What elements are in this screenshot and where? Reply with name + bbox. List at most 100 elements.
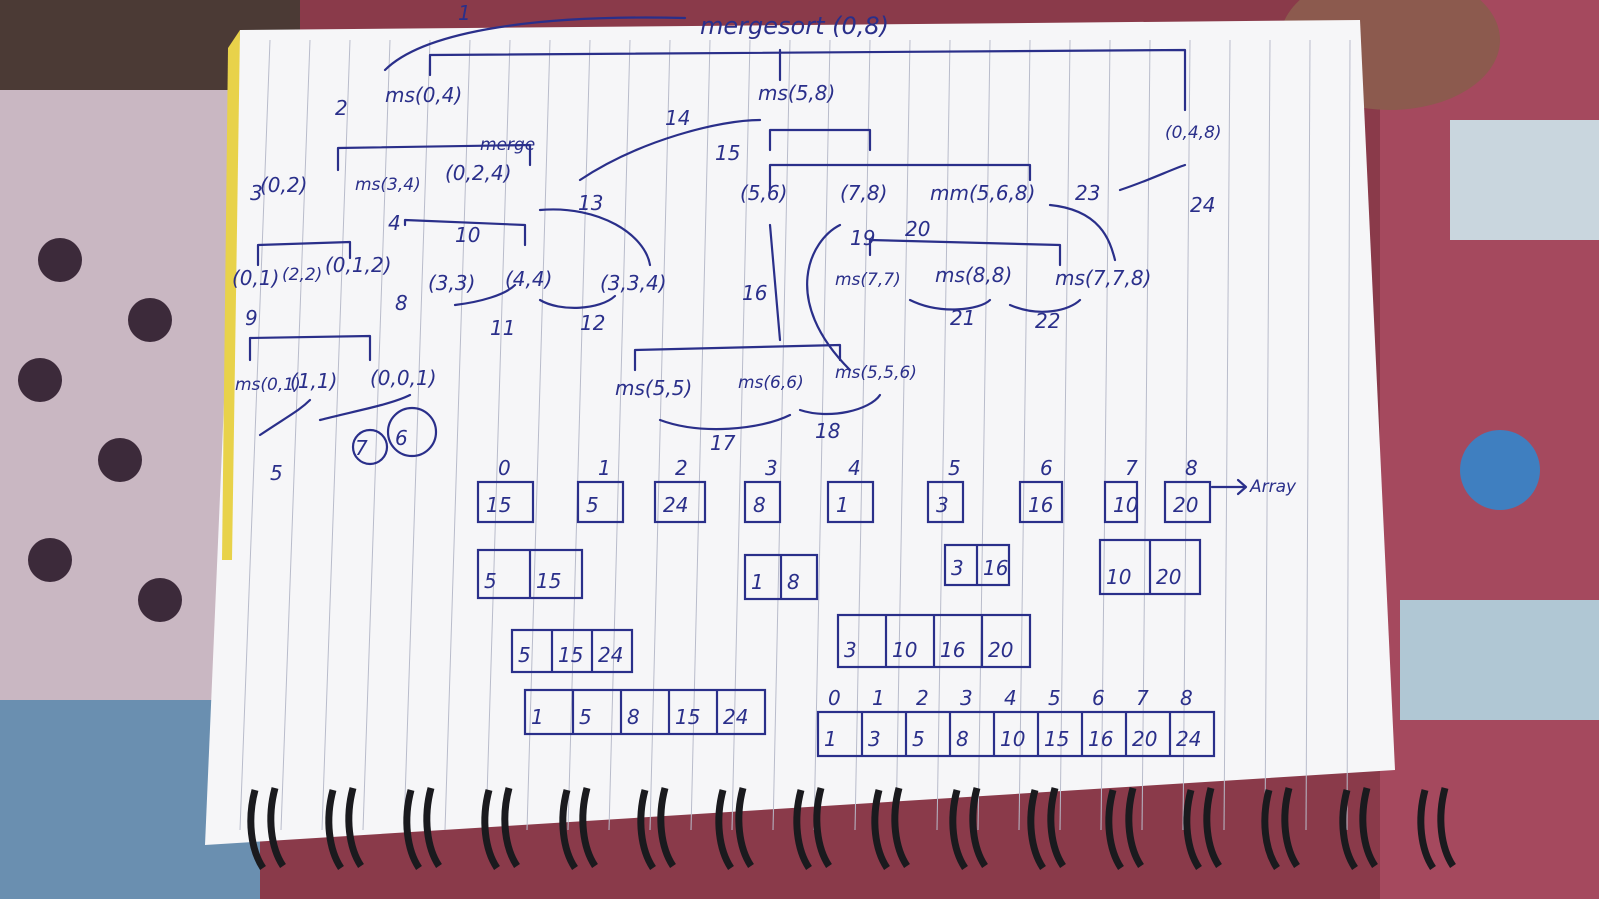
single-value-3: 8 [753, 493, 766, 517]
step-number-5: 5 [270, 461, 283, 485]
step-number-16: 16 [742, 281, 767, 305]
merged-pair-a-value-0: 5 [484, 569, 497, 593]
merged-triple-value-2: 24 [598, 643, 623, 667]
tree-label-5: (0,2) [260, 173, 307, 197]
merged-pair-a: 5 15 [476, 548, 584, 600]
step-number-4: 4 [388, 211, 401, 235]
single-cell-0: 15 [476, 480, 535, 524]
step-number-23: 23 [1075, 181, 1100, 205]
final-index-1: 1 [872, 686, 885, 710]
tree-label-19: ms(7,7,8) [1055, 266, 1151, 290]
single-value-2: 24 [663, 493, 688, 517]
yellow-edge [222, 30, 240, 560]
single-value-0: 15 [486, 493, 511, 517]
arrow-14 [578, 118, 762, 182]
split-bracket-top [428, 48, 1187, 112]
final-index-0: 0 [828, 686, 841, 710]
final-array-value-8: 24 [1176, 727, 1201, 751]
tree-label-24: ms(6,6) [738, 373, 804, 393]
binding-ring [559, 787, 598, 870]
merged-left-value-0: 1 [531, 705, 544, 729]
binding-ring [403, 787, 442, 870]
merged-left-value-4: 24 [723, 705, 748, 729]
arrow-1 [383, 16, 687, 72]
single-cell-6: 16 [1018, 480, 1064, 524]
final-index-7: 7 [1136, 686, 1149, 710]
single-cell-5: 3 [926, 480, 965, 524]
index-label-8: 8 [1185, 456, 1198, 480]
merged-pair-d-value-0: 10 [1106, 565, 1131, 589]
tree-label-13: (3,3,4) [600, 271, 667, 295]
tree-label-6: ms(3,4) [355, 175, 421, 195]
tree-label-25: ms(5,5,6) [835, 363, 917, 383]
single-value-6: 16 [1028, 493, 1053, 517]
step-number-21: 21 [950, 306, 975, 330]
single-cell-2: 24 [653, 480, 707, 524]
binding-ring [247, 787, 286, 870]
circle-7 [351, 428, 389, 466]
tree-label-15: (7,8) [840, 181, 887, 205]
tree-label-2: ms(5,8) [758, 81, 835, 105]
title-text: mergesort (0,8) [700, 12, 889, 40]
arc-12 [538, 294, 617, 309]
merged-right-value-1: 10 [892, 638, 917, 662]
binding-ring [637, 787, 676, 870]
step-number-10: 10 [455, 223, 480, 247]
merged-pair-a-value-1: 15 [536, 569, 561, 593]
tree-label-3: (0,4,8) [1165, 123, 1222, 143]
arc-19 [806, 223, 852, 372]
step-number-14: 14 [665, 106, 690, 130]
step-number-6: 6 [395, 426, 408, 450]
step-number-15: 15 [715, 141, 740, 165]
tree-label-8: (0,1) [232, 266, 279, 290]
arc-22 [1008, 298, 1082, 313]
merged-pair-b-value-1: 8 [787, 570, 800, 594]
arc-17 [658, 413, 792, 431]
binding-ring [1105, 787, 1144, 870]
index-label-5: 5 [948, 456, 961, 480]
step-number-11: 11 [490, 316, 515, 340]
index-label-1: 1 [598, 456, 611, 480]
merged-pair-d-value-1: 20 [1156, 565, 1181, 589]
single-value-4: 1 [836, 493, 849, 517]
merged-right-value-3: 20 [988, 638, 1013, 662]
bracket-ms56 [633, 343, 842, 372]
tree-label-4: merge [480, 135, 535, 155]
final-index-4: 4 [1004, 686, 1017, 710]
binding-ring [1339, 787, 1378, 870]
note-arrow [1210, 478, 1248, 496]
binding-ring [1183, 787, 1222, 870]
final-index-3: 3 [960, 686, 973, 710]
single-value-5: 3 [936, 493, 949, 517]
final-array-value-2: 5 [912, 727, 925, 751]
index-label-4: 4 [848, 456, 861, 480]
tree-label-17: ms(7,7) [835, 270, 901, 290]
final-index-8: 8 [1180, 686, 1193, 710]
final-array-value-7: 20 [1132, 727, 1157, 751]
tree-label-23: ms(5,5) [615, 376, 692, 400]
binding-ring [715, 787, 754, 870]
single-cell-7: 10 [1103, 480, 1138, 524]
index-label-0: 0 [498, 456, 511, 480]
arrow-24 [1118, 163, 1187, 192]
arc-13 [538, 208, 652, 267]
step-number-13: 13 [578, 191, 603, 215]
final-array-value-4: 10 [1000, 727, 1025, 751]
binding-ring [871, 787, 910, 870]
index-label-7: 7 [1125, 456, 1138, 480]
step-number-2: 2 [335, 96, 348, 120]
bracket-ms58 [768, 128, 872, 152]
single-cell-8: 20 [1163, 480, 1212, 524]
step-number-19: 19 [850, 226, 875, 250]
tree-label-12: (4,4) [505, 267, 552, 291]
single-value-7: 10 [1113, 493, 1138, 517]
binding-ring [793, 787, 832, 870]
step-number-20: 20 [905, 217, 930, 241]
final-array-value-5: 15 [1044, 727, 1069, 751]
step-number-12: 12 [580, 311, 605, 335]
array-note: Array [1249, 477, 1297, 497]
